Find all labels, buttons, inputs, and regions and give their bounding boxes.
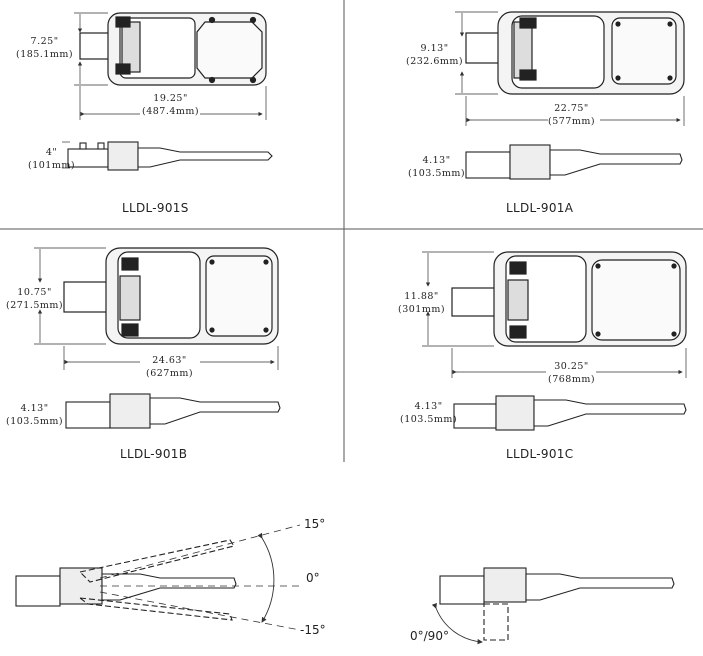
- top-view-901b: [63, 247, 279, 345]
- profile-label-901a: 4.13"(103.5mm): [408, 155, 466, 179]
- model-name-901c: LLDL-901C: [506, 447, 574, 461]
- profile-label-901b: 4.13"(103.5mm): [6, 403, 64, 427]
- dims-901c: [422, 251, 687, 378]
- mount-diagram: [439, 567, 675, 641]
- dims-901s: [74, 12, 267, 120]
- dims-901b: [34, 247, 279, 370]
- dims-901a: [455, 11, 685, 126]
- top-view-901s: [79, 12, 267, 86]
- side-view-901b: [65, 393, 281, 429]
- profile-label-901c: 4.13"(103.5mm): [400, 401, 458, 425]
- tilt-up-label: 15°: [304, 517, 326, 531]
- height-label-901b: 10.75"(271.5mm): [6, 287, 64, 311]
- tilt-arc: [257, 532, 275, 623]
- tilt-guides: [99, 524, 301, 631]
- mount-arc: [431, 602, 483, 645]
- profile-label-901s: 4"(101mm): [28, 147, 76, 171]
- length-label-901s: 19.25"(487.4mm): [142, 93, 200, 117]
- tilt-level-label: 0°: [306, 571, 320, 585]
- side-view-901s: [67, 141, 273, 171]
- top-view-901c: [451, 251, 687, 347]
- height-label-901s: 7.25"(185.1mm): [16, 36, 74, 60]
- model-name-901b: LLDL-901B: [120, 447, 188, 461]
- tilt-down-label: -15°: [300, 623, 326, 637]
- length-label-901b: 24.63"(627mm): [146, 355, 194, 379]
- length-label-901c: 30.25"(768mm): [548, 361, 596, 385]
- length-label-901a: 22.75"(577mm): [548, 103, 596, 127]
- side-view-901c: [453, 395, 687, 431]
- height-label-901a: 9.13"(232.6mm): [406, 43, 464, 67]
- model-name-901a: LLDL-901A: [506, 201, 574, 215]
- height-label-901c: 11.88"(301mm): [398, 291, 446, 315]
- tilt-diagram: [15, 539, 237, 621]
- model-name-901s: LLDL-901S: [122, 201, 189, 215]
- side-view-901a: [465, 144, 683, 180]
- mount-angle-label: 0°/90°: [410, 629, 449, 643]
- top-view-901a: [465, 11, 685, 95]
